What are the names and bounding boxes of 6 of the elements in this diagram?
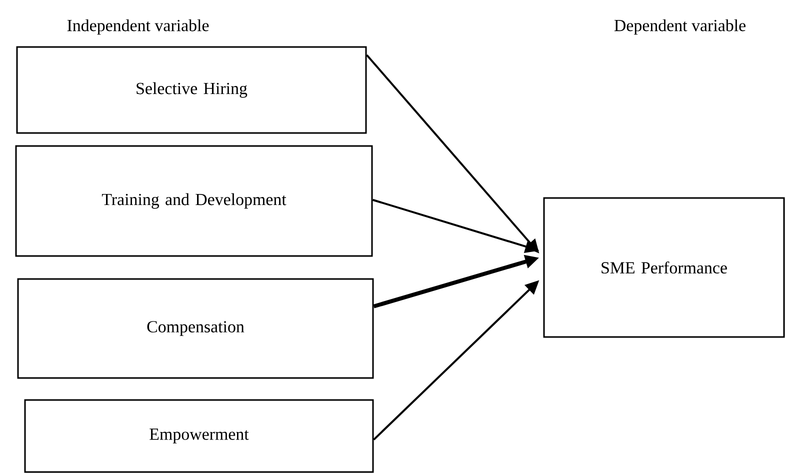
- text-box: SME Performance: [543, 197, 785, 338]
- heading: Dependent variable: [614, 19, 746, 35]
- text-box: Empowerment: [24, 399, 374, 473]
- text-box: Compensation: [17, 278, 374, 379]
- text-box: Selective Hiring: [16, 46, 367, 134]
- text-box: Training and Development: [15, 145, 373, 257]
